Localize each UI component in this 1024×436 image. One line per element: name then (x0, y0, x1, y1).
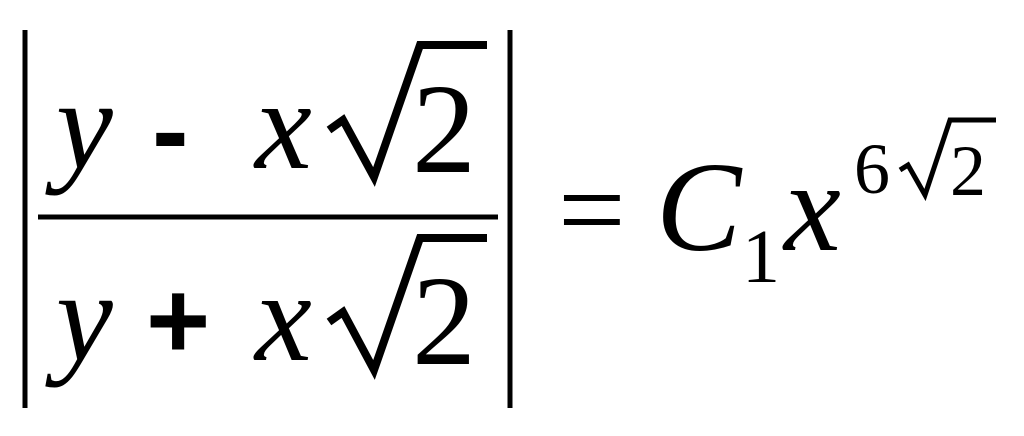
denominator-plus: + (146, 259, 210, 382)
numerator-minus: - (152, 69, 189, 192)
equals-sign: = (558, 143, 626, 276)
denominator-x: x (253, 246, 312, 388)
constant-subscript: 1 (742, 215, 780, 299)
base-x: x (782, 136, 841, 278)
numerator-radical-sign (326, 41, 487, 187)
numerator-y: y (45, 54, 113, 196)
denominator-radical-sign (326, 234, 487, 380)
numerator-radicand: 2 (412, 58, 476, 200)
exponent-coefficient: 6 (854, 129, 890, 209)
denominator-y: y (45, 246, 113, 388)
denominator-radicand: 2 (412, 250, 476, 392)
exponent-radical-sign (898, 117, 996, 202)
constant-c: C (656, 136, 743, 278)
numerator-x: x (253, 54, 312, 196)
exponent-radicand: 2 (950, 131, 986, 211)
